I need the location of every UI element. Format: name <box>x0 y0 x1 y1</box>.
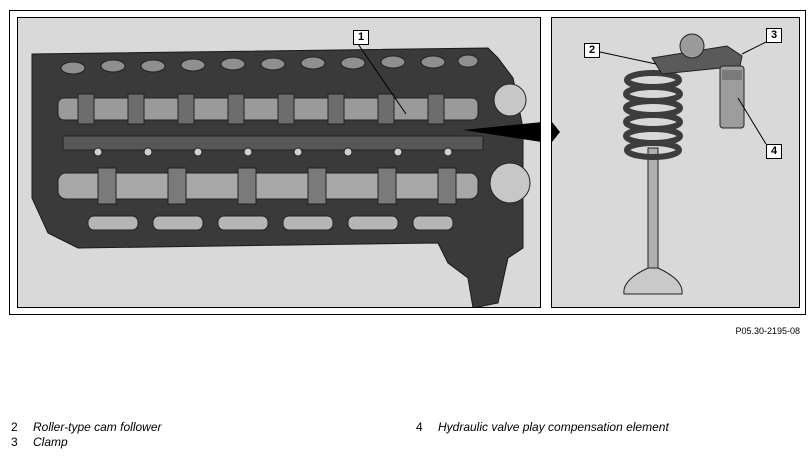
callout-1: 1 <box>353 30 369 45</box>
legend-item: 3 Clamp <box>11 435 68 449</box>
valve-train-detail: 2 3 4 <box>551 17 800 308</box>
legend-number: 4 <box>416 420 423 434</box>
callout-2: 2 <box>584 43 600 58</box>
legend-text: Hydraulic valve play compensation elemen… <box>438 420 669 434</box>
callout-3: 3 <box>766 28 782 43</box>
valve-train-drawing <box>552 33 767 295</box>
cylinder-head-drawing <box>31 43 540 307</box>
callout-4: 4 <box>766 144 782 159</box>
legend-text: Clamp <box>33 435 68 449</box>
legend-number: 2 <box>11 420 18 434</box>
legend-item: 2 Roller-type cam follower <box>11 420 162 434</box>
cylinder-head-illustration: 1 <box>17 17 541 308</box>
legend-item: 4 Hydraulic valve play compensation eleme… <box>416 420 669 434</box>
legend-number: 3 <box>11 435 18 449</box>
legend-text: Roller-type cam follower <box>33 420 162 434</box>
figure-reference: P05.30-2195-08 <box>735 326 800 336</box>
